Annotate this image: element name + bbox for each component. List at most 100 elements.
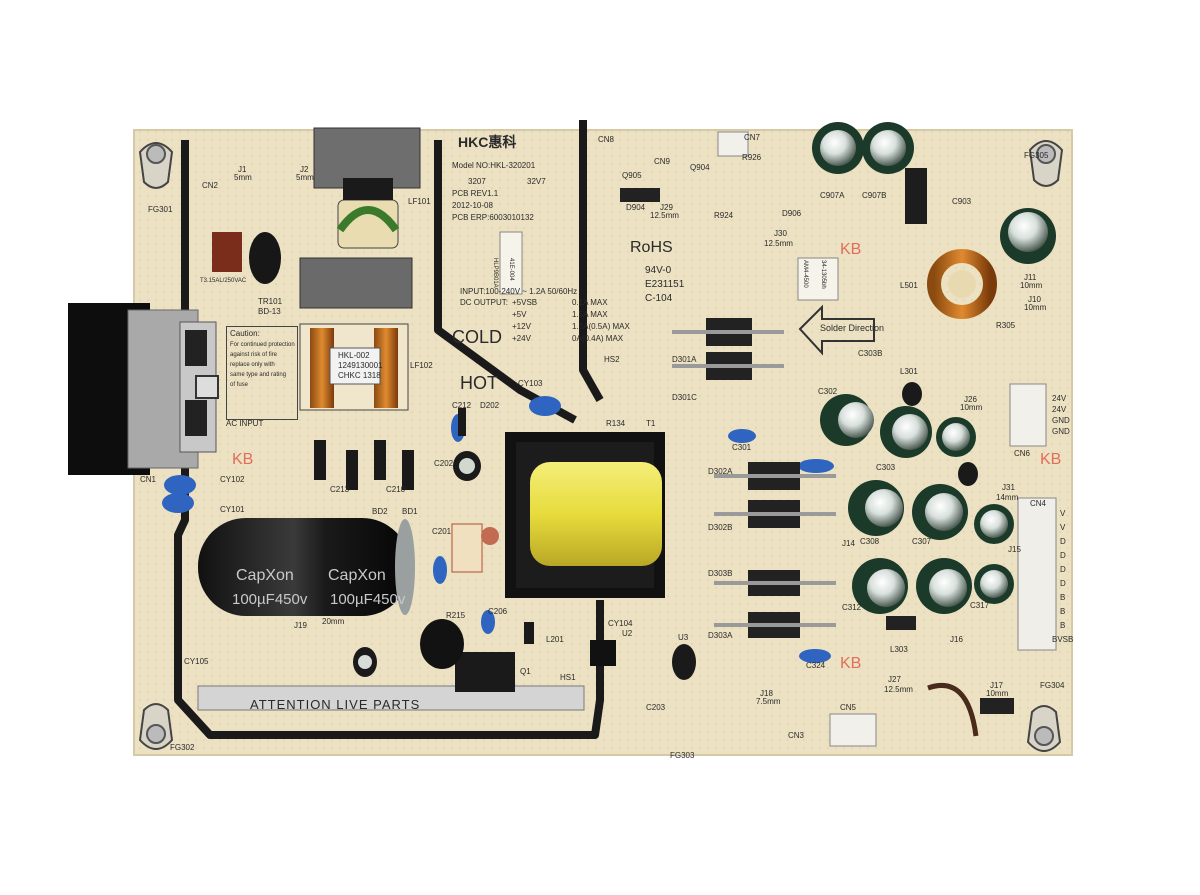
ref-fg301: FG301 <box>148 205 173 214</box>
ref-j2: J2 <box>300 165 309 174</box>
caution-line: of fuse <box>230 382 249 388</box>
ref-l303: L303 <box>890 645 908 654</box>
out-voltage: +24V <box>512 334 531 343</box>
ref-c212: C212 <box>452 401 472 410</box>
transformer-t1 <box>505 432 665 598</box>
ref-j11: J11 <box>1024 273 1037 282</box>
choke-lf101 <box>336 178 400 249</box>
ref-c203: C203 <box>646 703 666 712</box>
ref-cn2: CN2 <box>202 181 219 190</box>
cn4-pin: D <box>1060 565 1066 574</box>
ref-c903: C903 <box>952 197 972 206</box>
ref-q904: Q904 <box>690 163 710 172</box>
ref-cy103: CY103 <box>518 379 543 388</box>
sticker-right-text: AM4-4500 <box>802 260 808 288</box>
date-label: 2012-10-08 <box>452 201 493 210</box>
connector-cn5 <box>829 713 877 747</box>
connector-cn4 <box>1017 497 1057 651</box>
ref-r924: R924 <box>714 211 734 220</box>
ul-file: E231151 <box>645 279 685 290</box>
ref-j19: J19 <box>294 621 307 630</box>
ref-cn5: CN5 <box>840 703 857 712</box>
out-voltage: +5V <box>512 310 527 319</box>
jumper-wire <box>927 682 979 737</box>
ref-j2-size: 5mm <box>296 173 314 182</box>
y-capacitors <box>162 396 834 663</box>
ref-hs2: HS2 <box>604 355 620 364</box>
solder-direction-arrow <box>798 304 875 356</box>
ref-hs1: HS1 <box>560 673 576 682</box>
fuse-f101 <box>212 232 242 272</box>
ref-j15: J15 <box>1008 545 1021 554</box>
ref-j18: J18 <box>760 689 773 698</box>
ref-cy105: CY105 <box>184 657 209 666</box>
ref-c202: C202 <box>434 459 454 468</box>
caution-line: For continued protection <box>230 342 295 348</box>
ac-input-label: AC INPUT <box>226 419 264 428</box>
ref-d302b: D302B <box>708 523 733 532</box>
inductor-l501 <box>927 249 997 319</box>
transistor-q1 <box>455 652 515 692</box>
ref-j1: J1 <box>238 165 247 174</box>
bridge-diodes <box>314 440 414 490</box>
ref-c201: C201 <box>432 527 452 536</box>
ref-lf102: LF102 <box>410 361 433 370</box>
ref-t1: T1 <box>646 419 656 428</box>
ref-r215: R215 <box>446 611 466 620</box>
brand-label: HKC惠科 <box>458 134 517 150</box>
ref-fg302: FG302 <box>170 743 195 752</box>
bulk-capacitor-capxon <box>198 518 415 616</box>
ac-inlet-socket <box>68 303 219 475</box>
ref-sz20: 20mm <box>322 617 345 626</box>
ref-c324: C324 <box>806 661 826 670</box>
cn6-pin: 24V <box>1052 394 1067 403</box>
output-capacitors <box>812 122 1056 614</box>
ref-j29-size: 12.5mm <box>650 211 679 220</box>
ref-d302a: D302A <box>708 467 733 476</box>
choke-mark: CHKC 1318 <box>338 371 381 380</box>
ref-d303b: D303B <box>708 569 733 578</box>
ref-u3: U3 <box>678 633 689 642</box>
choke-lf102 <box>299 323 409 411</box>
ref-d904: D904 <box>626 203 646 212</box>
ref-l201: L201 <box>546 635 564 644</box>
connector-cn6 <box>1009 383 1047 447</box>
choke-lot: 1249130001 <box>338 361 383 370</box>
ref-bd1: BD1 <box>402 507 418 516</box>
out-voltage: +12V <box>512 322 531 331</box>
ref-q1: Q1 <box>520 667 531 676</box>
regulator-u3 <box>672 644 696 680</box>
fuse-rating: T3.15AL/250VAC <box>200 278 247 284</box>
ref-c312: C312 <box>842 603 862 612</box>
ref-cn3: CN3 <box>788 731 805 740</box>
ref-j31: J31 <box>1002 483 1015 492</box>
caution-line: against risk of fire <box>230 352 278 358</box>
cap-c205 <box>420 619 464 669</box>
out-current: 1.3A(0.5A) MAX <box>572 322 630 331</box>
ref-c213: C213 <box>330 485 350 494</box>
cn4-pin: V <box>1060 523 1066 532</box>
ref-fg303: FG303 <box>670 751 695 760</box>
ref-c308: C308 <box>860 537 880 546</box>
cn6-pin: 24V <box>1052 405 1067 414</box>
ic-u2 <box>590 640 616 666</box>
ref-cy104: CY104 <box>608 619 633 628</box>
ref-c907a: C907A <box>820 191 845 200</box>
small-transistor <box>524 622 534 644</box>
regulator-small <box>902 382 922 406</box>
ref-j26: J26 <box>964 395 977 404</box>
dc-output-label: DC OUTPUT: <box>460 298 508 307</box>
ref-c210: C210 <box>386 485 406 494</box>
ref-fg304: FG304 <box>1040 681 1065 690</box>
ref-j27: J27 <box>888 675 901 684</box>
capacitor-rating: 100µF450v <box>330 591 406 608</box>
cn4-pin: D <box>1060 579 1066 588</box>
cn6-pin: GND <box>1052 416 1070 425</box>
ref-j26-size: 10mm <box>960 403 983 412</box>
ref-cy101: CY101 <box>220 505 245 514</box>
ref-c307: C307 <box>912 537 932 546</box>
diode-d902 <box>905 168 927 224</box>
ref-cn9: CN9 <box>654 157 671 166</box>
ref-cn6: CN6 <box>1014 449 1031 458</box>
